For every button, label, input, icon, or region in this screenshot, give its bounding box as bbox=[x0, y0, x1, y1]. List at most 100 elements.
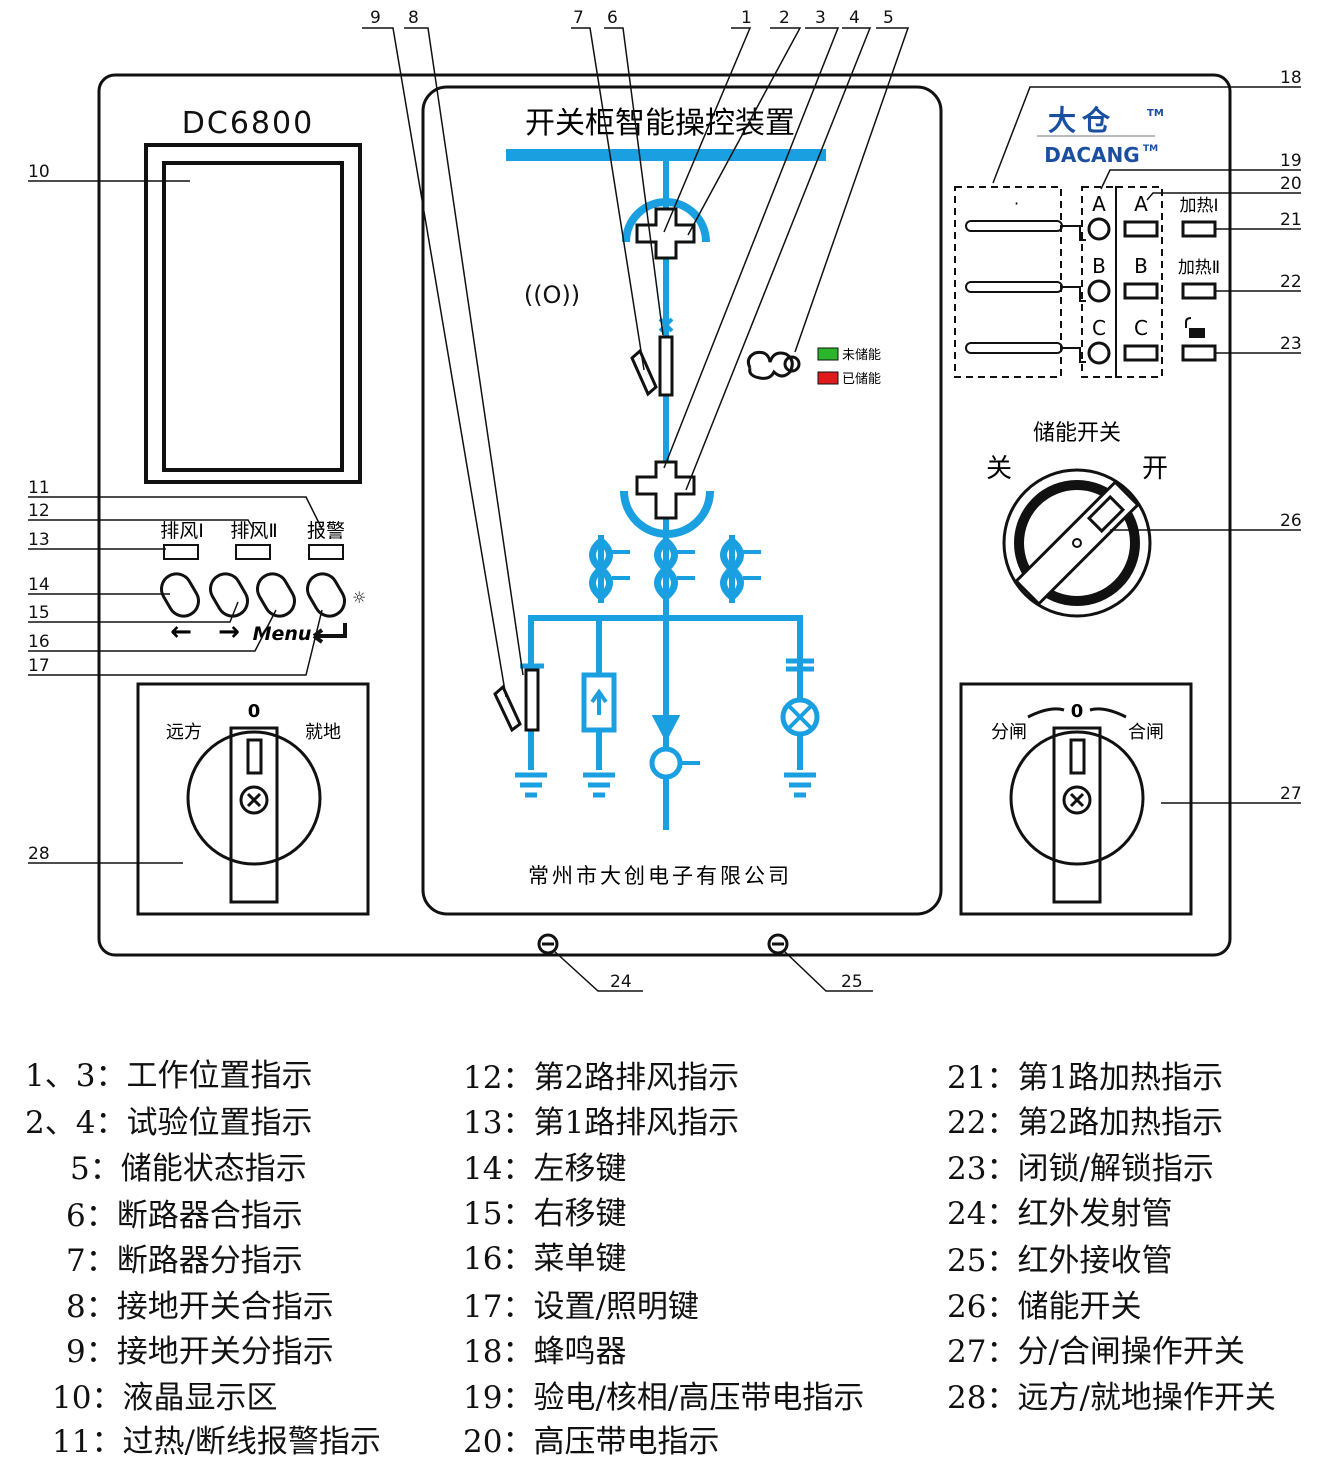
callout-25: 25 bbox=[841, 972, 863, 992]
open-close-knob[interactable] bbox=[1009, 726, 1145, 904]
phase-c-right: C bbox=[1134, 316, 1148, 340]
legend-item: 6：断路器合指示 bbox=[66, 1198, 303, 1234]
callout-26: 26 bbox=[1280, 511, 1302, 531]
legend-item: 18：蜂鸣器 bbox=[463, 1334, 627, 1370]
sensor-group bbox=[954, 186, 1062, 378]
storage-not-led bbox=[817, 347, 839, 361]
storage-switch-knob[interactable] bbox=[1002, 468, 1152, 618]
spring-icon bbox=[746, 350, 801, 380]
callout-20: 20 bbox=[1280, 174, 1302, 194]
callout-1: 1 bbox=[741, 8, 752, 28]
callout-28: 28 bbox=[28, 844, 50, 864]
callout-15: 15 bbox=[28, 603, 50, 623]
lcd-outer bbox=[144, 143, 362, 484]
callout-23: 23 bbox=[1280, 334, 1302, 354]
alarm-label: 报警 bbox=[307, 520, 345, 542]
legend-item: 9：接地开关分指示 bbox=[66, 1334, 334, 1370]
callout-10: 10 bbox=[28, 162, 50, 182]
callout-14: 14 bbox=[28, 575, 50, 595]
model-label: DC6800 bbox=[182, 106, 314, 141]
callout-22: 22 bbox=[1280, 272, 1302, 292]
unlock-icon bbox=[1185, 317, 1205, 338]
phase-a-left: A bbox=[1092, 192, 1106, 216]
open-close-zero: 0 bbox=[1071, 701, 1084, 722]
callout-8: 8 bbox=[408, 8, 419, 28]
legend-item: 17：设置/照明键 bbox=[463, 1289, 699, 1325]
legend-item: 5：储能状态指示 bbox=[70, 1151, 307, 1187]
callout-12: 12 bbox=[28, 501, 50, 521]
phase-b-left: B bbox=[1092, 254, 1106, 278]
legend-item: 13：第1路排风指示 bbox=[463, 1105, 740, 1141]
phase-c-left: C bbox=[1092, 316, 1106, 340]
callout-9: 9 bbox=[370, 8, 381, 28]
open-close-box bbox=[959, 682, 1193, 916]
brand-en-tm: TM bbox=[1143, 144, 1158, 154]
remote-local-zero: 0 bbox=[248, 701, 261, 722]
panel-frame bbox=[97, 73, 1232, 957]
storage-done-label: 已储能 bbox=[842, 372, 881, 387]
callout-11: 11 bbox=[28, 478, 50, 498]
open-label: 分闸 bbox=[991, 722, 1027, 743]
storage-on-label: 开 bbox=[1142, 454, 1168, 484]
heat1-label: 加热Ⅰ bbox=[1179, 196, 1218, 216]
menu-key[interactable] bbox=[252, 568, 300, 621]
callout-numbers: 9 8 7 6 1 2 3 4 5 18 19 20 21 22 23 26 2… bbox=[28, 8, 1302, 992]
legend-item: 14：左移键 bbox=[463, 1151, 627, 1187]
set-light-key[interactable] bbox=[302, 568, 350, 621]
callout-17: 17 bbox=[28, 656, 50, 676]
phase-b-right: B bbox=[1134, 254, 1148, 278]
legend-item: 8：接地开关合指示 bbox=[66, 1289, 334, 1325]
legend-item: 25：红外接收管 bbox=[947, 1243, 1173, 1279]
menu-label: Menu bbox=[253, 623, 312, 645]
callout-27: 27 bbox=[1280, 784, 1302, 804]
company-label: 常州市大创电子有限公司 bbox=[528, 864, 792, 888]
legend-item: 28：远方/就地操作开关 bbox=[947, 1380, 1276, 1416]
callout-7: 7 bbox=[573, 8, 584, 28]
callout-5: 5 bbox=[883, 8, 894, 28]
legend-item: 11：过热/断线报警指示 bbox=[52, 1424, 381, 1460]
light-icon: ☼ bbox=[352, 588, 366, 607]
local-label: 就地 bbox=[305, 722, 341, 743]
exhaust1-label: 排风Ⅰ bbox=[160, 520, 204, 542]
storage-done-led bbox=[817, 371, 839, 385]
legend-item: 16：菜单键 bbox=[463, 1241, 627, 1277]
legend-item: 19：验电/核相/高压带电指示 bbox=[463, 1380, 865, 1416]
legend-item: 23：闭锁/解锁指示 bbox=[947, 1151, 1214, 1187]
legend-item: 22：第2路加热指示 bbox=[947, 1105, 1224, 1141]
legend-item: 2、4：试验位置指示 bbox=[25, 1105, 313, 1141]
callout-3: 3 bbox=[815, 8, 826, 28]
alarm-led bbox=[308, 544, 344, 560]
lcd-display[interactable] bbox=[162, 161, 344, 472]
legend-item: 24：红外发射管 bbox=[947, 1196, 1173, 1232]
legend-item: 20：高压带电指示 bbox=[463, 1424, 720, 1460]
remote-local-box bbox=[136, 682, 370, 916]
remote-local-knob[interactable] bbox=[186, 726, 322, 904]
callout-4: 4 bbox=[849, 8, 860, 28]
callout-21: 21 bbox=[1280, 210, 1302, 230]
callout-13: 13 bbox=[28, 530, 50, 550]
left-key[interactable] bbox=[156, 568, 204, 621]
dot-mark: · bbox=[1014, 194, 1019, 213]
breaker-symbols bbox=[493, 207, 696, 733]
callout-2: 2 bbox=[779, 8, 790, 28]
legend-item: 10：液晶显示区 bbox=[52, 1380, 278, 1416]
live-indicator-group bbox=[1081, 186, 1117, 378]
legend-item: 7：断路器分指示 bbox=[66, 1243, 303, 1279]
enter-icon bbox=[314, 623, 347, 638]
legend-item: 15：右移键 bbox=[463, 1196, 627, 1232]
right-key[interactable] bbox=[205, 568, 253, 621]
legend-item: 21：第1路加热指示 bbox=[947, 1060, 1224, 1096]
storage-switch-title: 储能开关 bbox=[1033, 421, 1121, 446]
heat2-label: 加热Ⅱ bbox=[1178, 258, 1220, 278]
buzzer-icon: ((O)) bbox=[524, 281, 580, 309]
phase-row-a bbox=[965, 217, 1217, 241]
legend-item: 12：第2路排风指示 bbox=[463, 1060, 740, 1096]
right-arrow-icon: → bbox=[218, 617, 240, 647]
center-panel bbox=[421, 85, 943, 916]
legend-item: 26：储能开关 bbox=[947, 1289, 1142, 1325]
exhaust1-led bbox=[163, 544, 199, 560]
ir-receiver bbox=[767, 933, 789, 955]
callout-6: 6 bbox=[607, 8, 618, 28]
legend-item: 1、3：工作位置指示 bbox=[25, 1058, 313, 1094]
exhaust2-label: 排风Ⅱ bbox=[230, 520, 277, 542]
